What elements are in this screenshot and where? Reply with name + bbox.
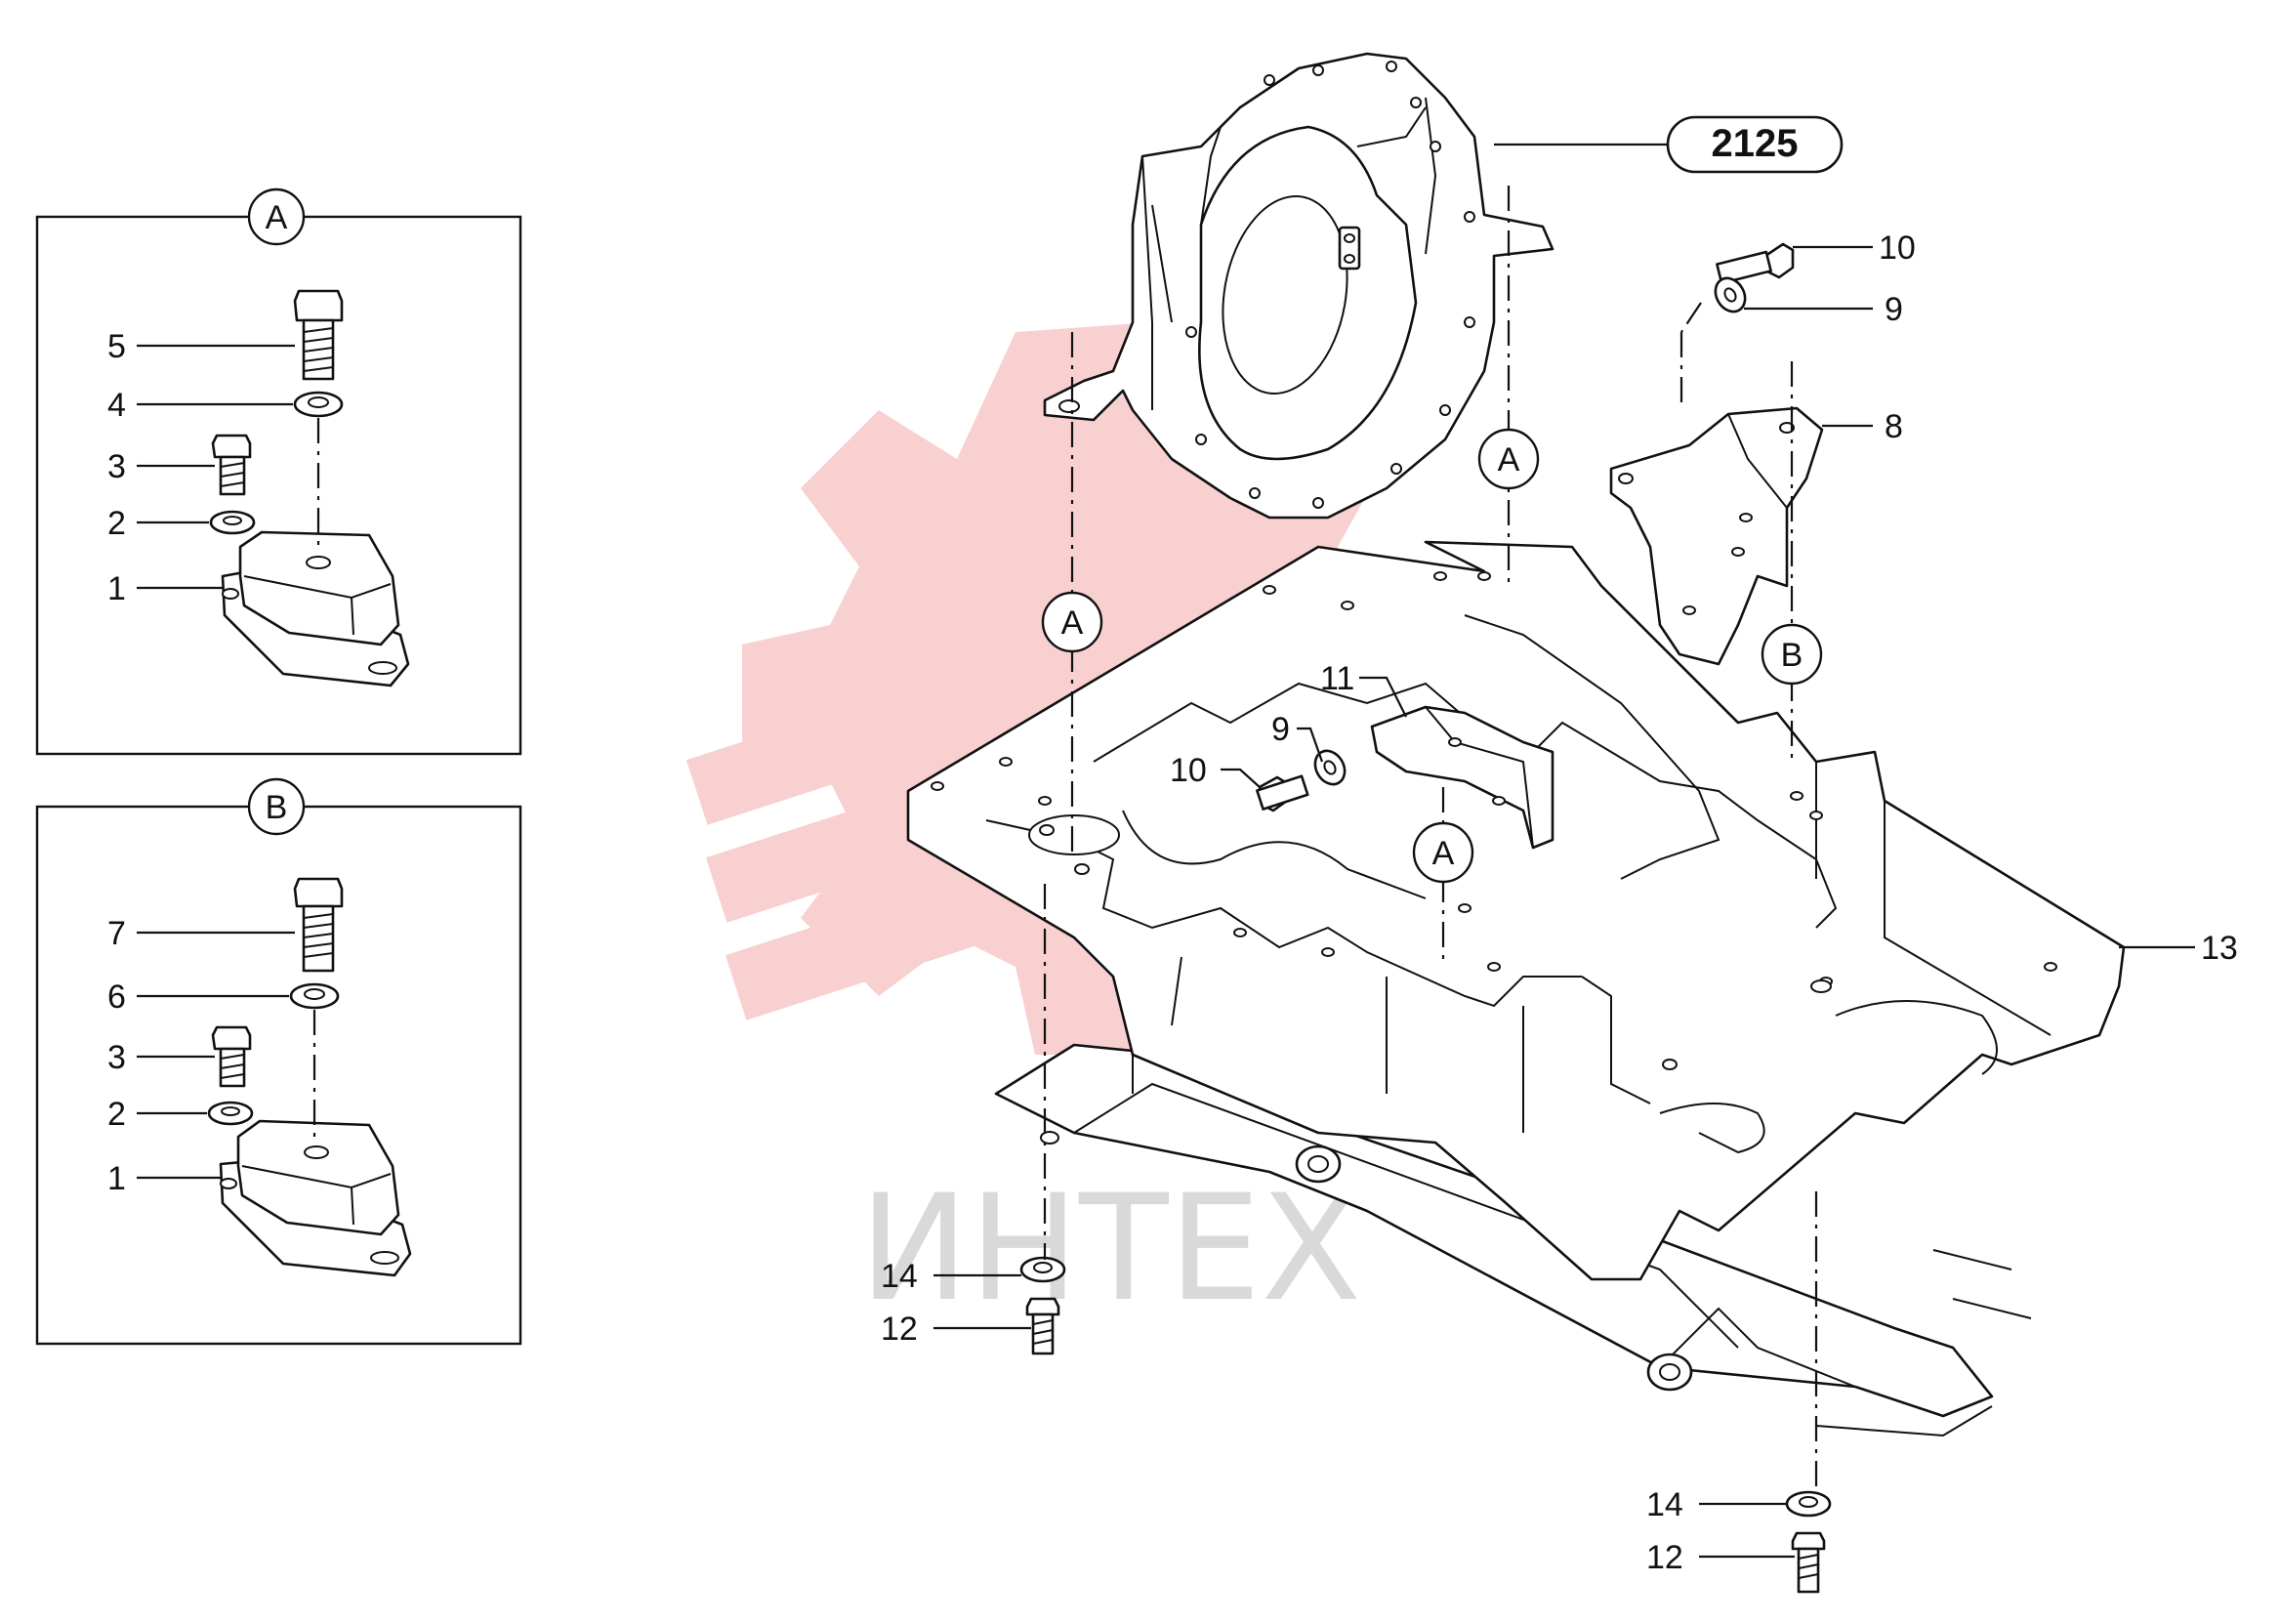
bolt-icon <box>1256 774 1309 812</box>
detail-a-title: A <box>266 199 288 236</box>
bracket-11 <box>1370 705 1555 850</box>
watermark-text: ИНТЕХ <box>859 1164 1361 1334</box>
detail-a-label-4: 4 <box>107 387 126 424</box>
detail-a-label-2: 2 <box>107 505 126 542</box>
bolt-icon <box>211 1025 252 1088</box>
bolt-icon <box>1716 242 1795 285</box>
ref-circle-a-left: A <box>1041 591 1103 653</box>
detail-a-panel: A <box>35 187 522 756</box>
detail-b-label-2: 2 <box>107 1096 126 1133</box>
detail-a-label-3: 3 <box>107 448 126 485</box>
detail-b-label-6: 6 <box>107 979 126 1016</box>
svg-text:B: B <box>1781 637 1803 674</box>
detail-b-title: B <box>266 789 288 826</box>
assembly-number: 2125 <box>1712 122 1799 165</box>
callout-9-mid: 9 <box>1271 711 1290 748</box>
callout-12-left: 12 <box>881 1311 918 1348</box>
callout-14-right: 14 <box>1646 1486 1683 1523</box>
detail-a-label-1: 1 <box>107 570 126 607</box>
washer-icon <box>293 391 344 418</box>
callout-8: 8 <box>1885 408 1903 445</box>
detail-b-label-7: 7 <box>107 915 126 952</box>
ref-circle-a-center: A <box>1412 821 1474 884</box>
svg-text:A: A <box>1061 604 1084 642</box>
callout-13: 13 <box>2201 930 2238 967</box>
detail-a-label-5: 5 <box>107 328 126 365</box>
bolt-icon <box>293 289 344 381</box>
bolt-icon <box>1025 1297 1060 1355</box>
detail-b-label-3: 3 <box>107 1039 126 1076</box>
washer-icon <box>289 982 340 1010</box>
bolt-icon <box>211 434 252 496</box>
bracket-8 <box>1609 406 1824 666</box>
engine-mount-icon <box>219 1119 412 1277</box>
washer-icon <box>207 1101 254 1126</box>
ref-circle-b-right: B <box>1761 623 1823 686</box>
washer-icon <box>1019 1256 1066 1283</box>
bolt-icon <box>1791 1531 1826 1594</box>
flywheel-housing <box>1043 52 1555 520</box>
detail-b-label-1: 1 <box>107 1160 126 1197</box>
detail-a-title-circle <box>247 187 306 246</box>
callout-10-mid: 10 <box>1170 752 1207 789</box>
ref-circle-a-upper-right: A <box>1477 428 1540 490</box>
svg-text:A: A <box>1432 835 1455 872</box>
callout-10-top: 10 <box>1879 229 1916 267</box>
engine-mount-icon <box>221 530 410 687</box>
callout-9-top: 9 <box>1885 291 1903 328</box>
bolt-icon <box>293 877 344 973</box>
washer-icon <box>1313 749 1347 786</box>
callout-14-left: 14 <box>881 1258 918 1295</box>
washer-icon <box>209 510 256 535</box>
detail-b-title-circle <box>247 777 306 836</box>
callout-12-right: 12 <box>1646 1539 1683 1576</box>
detail-b-panel: B <box>35 777 522 1346</box>
callout-11: 11 <box>1320 660 1354 697</box>
subframe <box>906 540 2126 1281</box>
washer-icon <box>1714 276 1747 313</box>
washer-icon <box>1785 1490 1832 1518</box>
svg-text:A: A <box>1498 441 1520 479</box>
assembly-number-badge: 2125 <box>1494 115 1844 174</box>
